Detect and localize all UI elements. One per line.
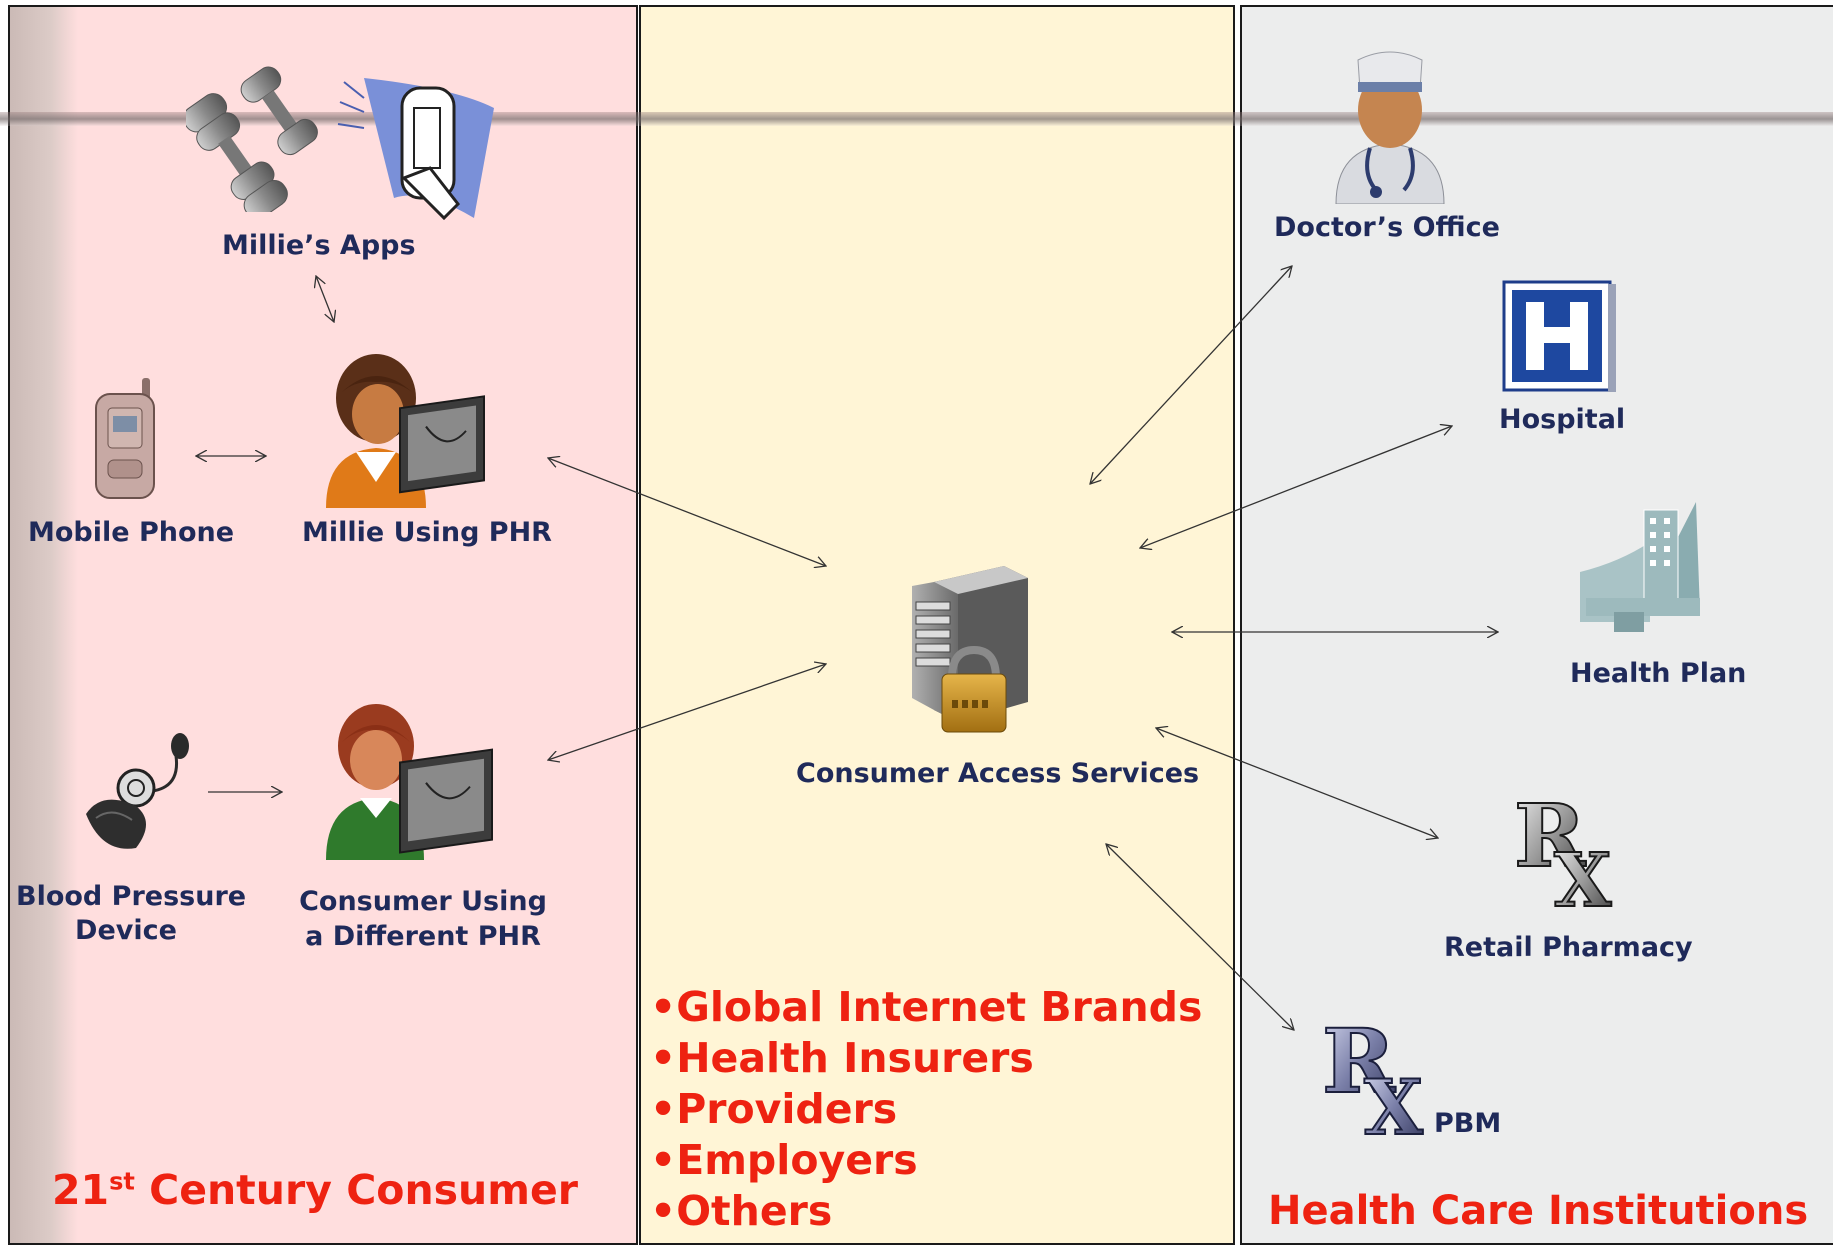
consumer-footer: 21st Century Consumer: [52, 1166, 578, 1214]
bullet-item: •Providers: [650, 1085, 898, 1133]
provider-bullet-list: •Global Internet Brands •Health Insurers…: [650, 982, 1202, 1237]
arrow-server-hospital: [1140, 426, 1452, 548]
blood-pressure-label-line1: Blood Pressure: [16, 881, 247, 912]
blood-pressure-icon: [86, 733, 189, 849]
footer-number: 21: [52, 1166, 110, 1214]
footer-rest: Century Consumer: [134, 1166, 578, 1214]
bullet-item: •Employers: [650, 1136, 918, 1184]
mobile-phone-label: Mobile Phone: [28, 517, 235, 548]
doctor-icon: [1335, 51, 1445, 204]
health-plan-building-icon: [1580, 502, 1700, 632]
rx-pharmacy-icon: R X: [1513, 792, 1613, 910]
footer-superscript: st: [109, 1167, 135, 1196]
arrow-server-retail: [1156, 728, 1438, 838]
arrow-apps-millie: [316, 276, 334, 322]
consumer-label-line1: Consumer Using: [299, 886, 547, 917]
millie-user-icon: [326, 354, 485, 508]
hospital-label: Hospital: [1499, 404, 1626, 435]
secure-server-icon: [912, 566, 1028, 733]
svg-text:R: R: [1514, 792, 1586, 887]
institutions-footer: Health Care Institutions: [1268, 1188, 1809, 1234]
consumer-panel: [8, 5, 638, 1245]
dumbbell-icon: [186, 66, 318, 212]
arrow-millie-server: [548, 458, 826, 566]
svg-text:X: X: [1364, 1063, 1423, 1138]
health-plan-label: Health Plan: [1570, 658, 1747, 689]
pbm-label: PBM: [1434, 1108, 1502, 1139]
consumer-user-icon: [326, 704, 493, 860]
bullet-item: •Others: [650, 1187, 833, 1235]
consumer-label-line2: a Different PHR: [305, 921, 541, 952]
svg-text:R: R: [1322, 1016, 1396, 1113]
retail-pharmacy-label: Retail Pharmacy: [1444, 932, 1693, 963]
consumer-label: Consumer Using a Different PHR: [286, 884, 560, 954]
left-edge-shade: [10, 7, 78, 1243]
blood-pressure-label-line2: Device: [75, 915, 177, 946]
mobile-phone-icon: [95, 378, 155, 499]
svg-text:X: X: [1554, 838, 1612, 910]
blood-pressure-label: Blood Pressure Device: [16, 880, 247, 948]
inhaler-icon: [337, 78, 494, 220]
bullet-item: •Health Insurers: [650, 1034, 1034, 1082]
rx-pbm-icon: R X: [1321, 1016, 1424, 1138]
bullet-item: •Global Internet Brands: [650, 983, 1203, 1031]
arrow-server-doctor: [1090, 266, 1292, 484]
hospital-icon: [1502, 280, 1616, 392]
doctor-label: Doctor’s Office: [1274, 212, 1500, 243]
millie-label: Millie Using PHR: [302, 517, 552, 548]
arrow-consumer-server: [548, 664, 826, 760]
server-label: Consumer Access Services: [796, 758, 1200, 789]
arrow-server-pbm: [1106, 844, 1294, 1030]
apps-label: Millie’s Apps: [222, 230, 416, 261]
institutions-panel: [1240, 5, 1833, 1245]
